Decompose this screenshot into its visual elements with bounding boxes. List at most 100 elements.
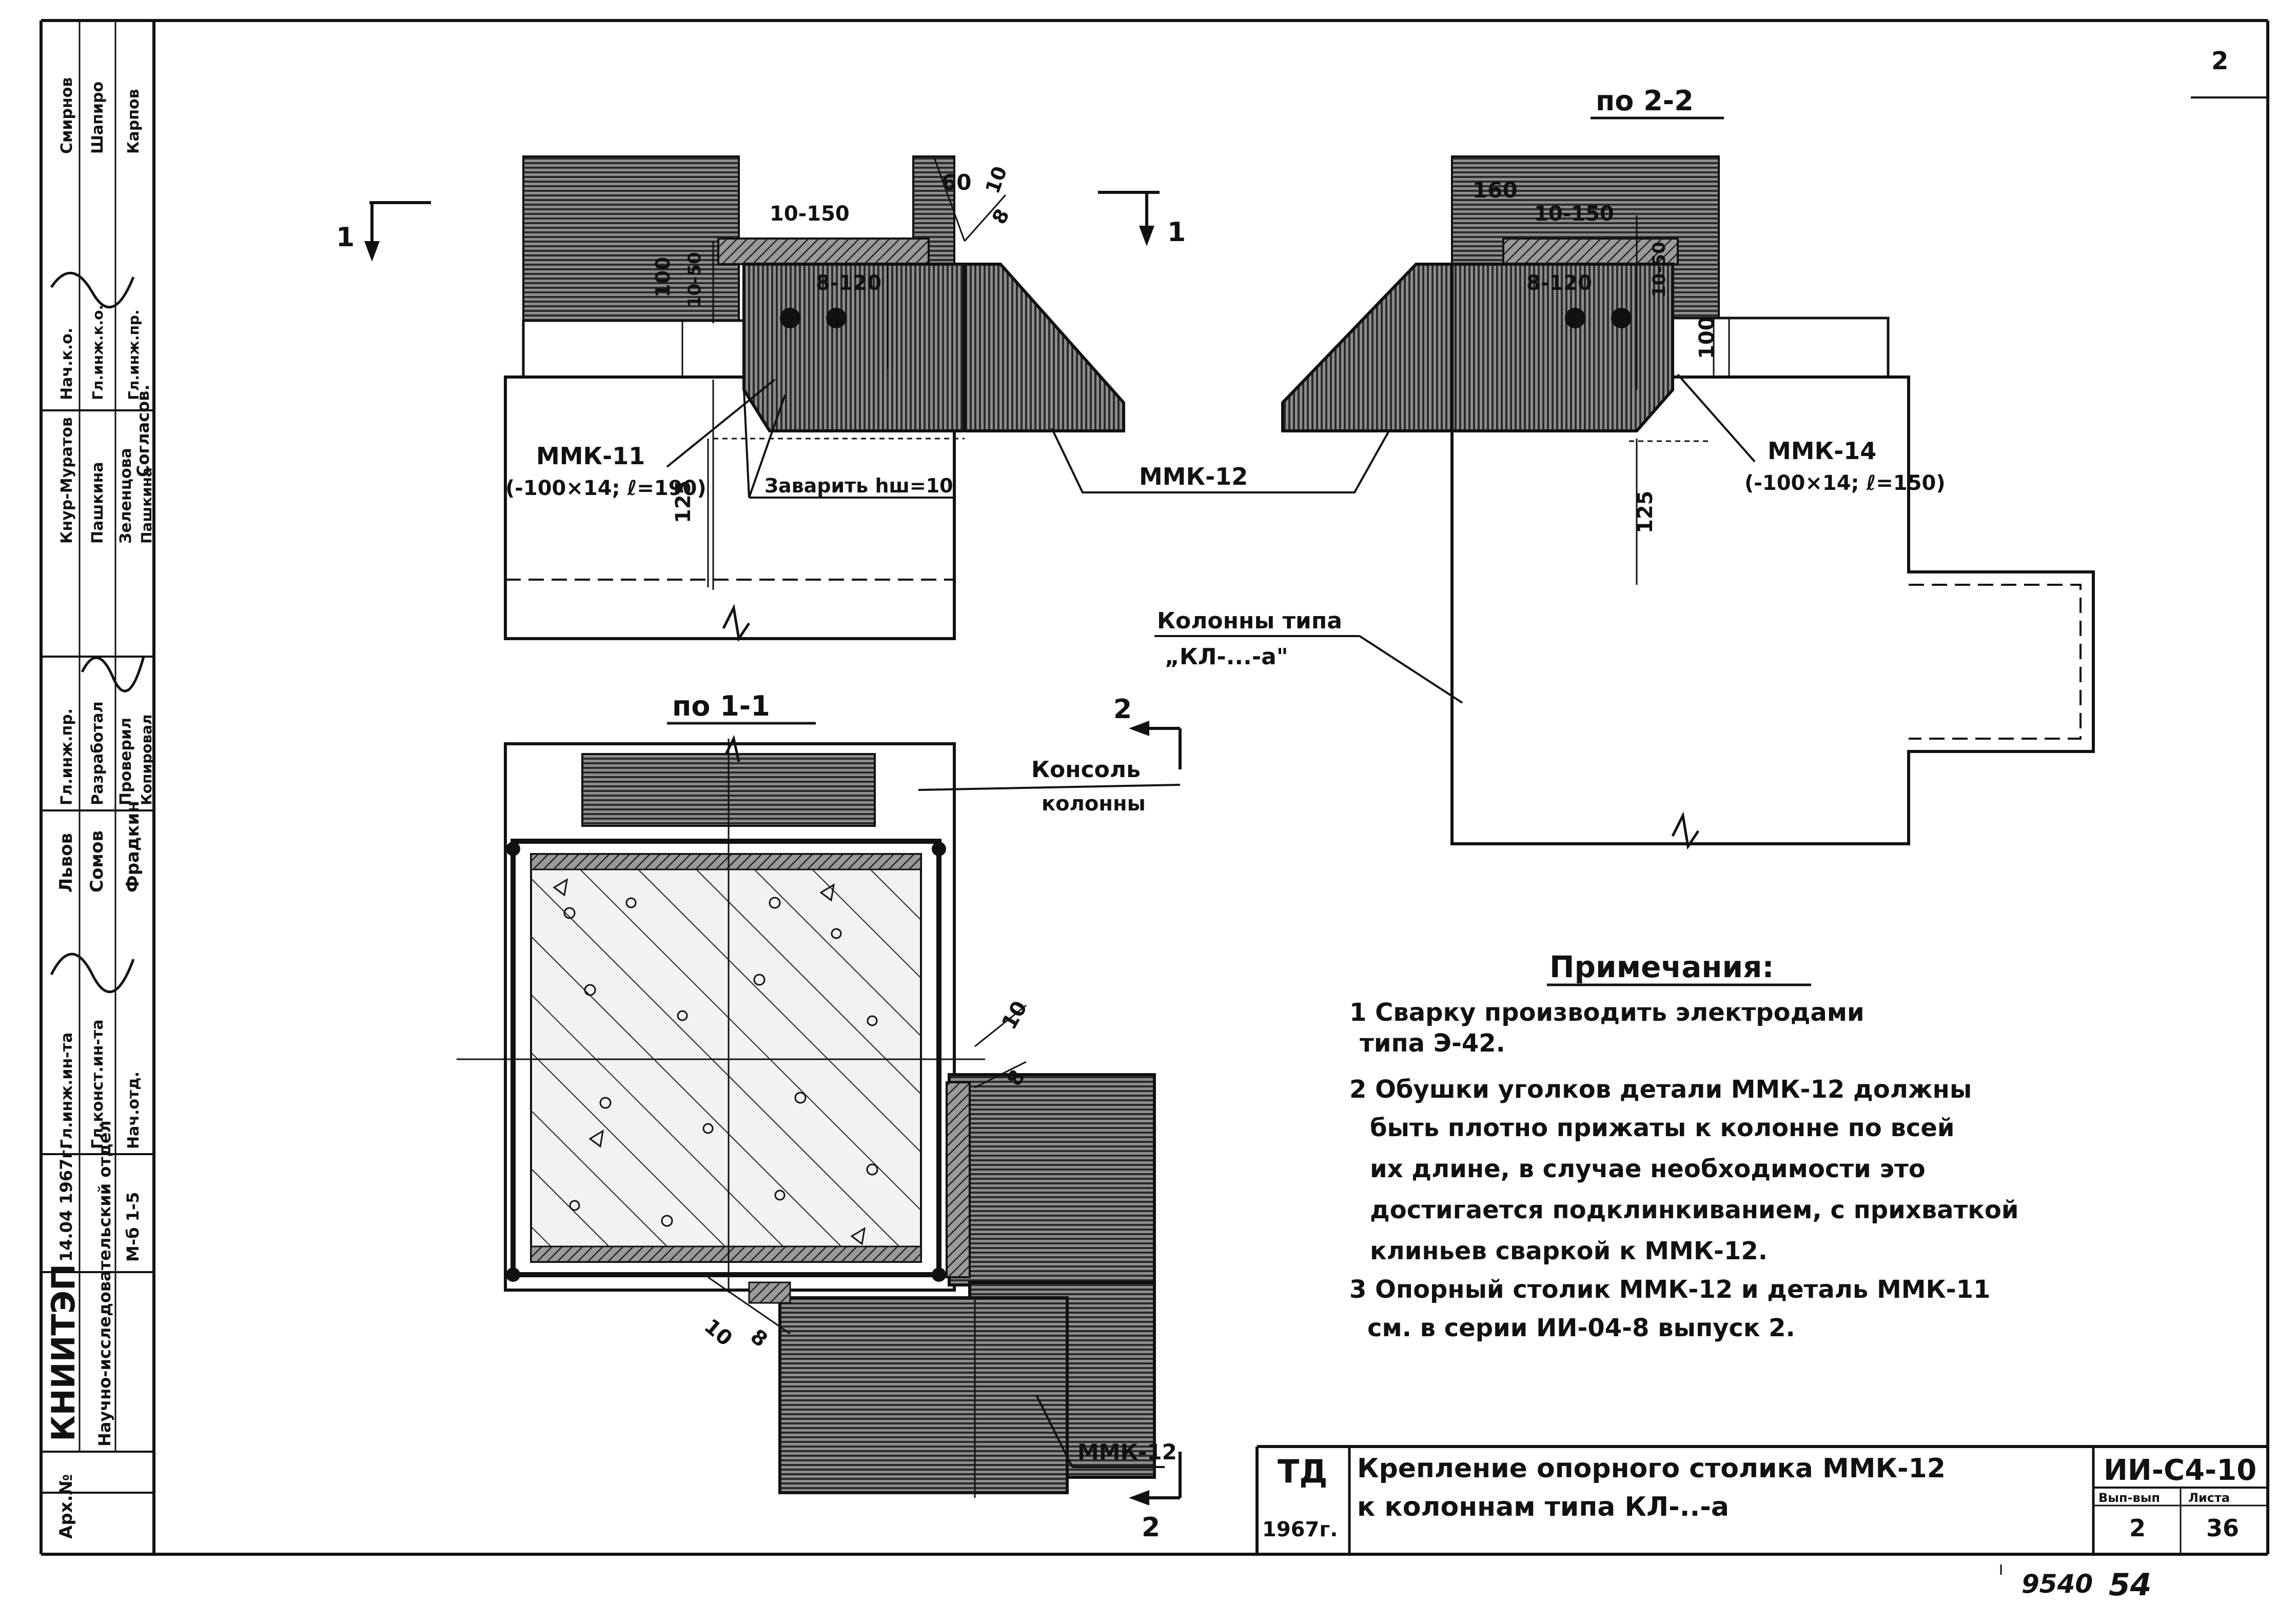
leader-mmk12-top — [1051, 428, 1391, 493]
dim-10-plan-b: 10 — [700, 1314, 737, 1351]
label-column-type-1: Колонны типа — [1157, 608, 1342, 634]
notes-block: Примечания: 1 Сварку производить электро… — [1349, 949, 2018, 1342]
label-weld: Заварить hш=10 — [764, 474, 953, 497]
title-year: 1967г. — [1262, 1518, 1338, 1541]
stamp-role-4: Гл.инж.пр. — [58, 708, 76, 805]
dim-125-right: 125 — [1634, 491, 1657, 534]
side-stamp: КНИИТЭП Научно-исследовательский отдел А… — [41, 21, 155, 1539]
stamp-name-4: Кнур-Муратов — [58, 417, 76, 544]
drawing-title-2: к колоннам типа КЛ-..-а — [1357, 1492, 1729, 1522]
dim-8-120-right: 8-120 — [1526, 271, 1592, 295]
leader-mmk11 — [666, 379, 776, 468]
note-3b: см. в серии ИИ-04-8 выпуск 2. — [1367, 1314, 1795, 1342]
stamp-name-7: Пашкина — [138, 467, 155, 544]
stamp-name-8: Смирнов — [58, 77, 76, 154]
label-mmk11-size: (-100×14; ℓ=190) — [505, 477, 707, 500]
label-mmk12-bottom: ММК-12 — [1077, 1439, 1177, 1464]
stamp-name-2: Сомов — [87, 830, 107, 893]
stamp-institute: КНИИТЭП — [45, 1264, 82, 1441]
dim-8-120-left: 8-120 — [816, 271, 881, 295]
note-3a: 3 Опорный столик ММК-12 и деталь ММК-11 — [1349, 1275, 1990, 1304]
stamp-approved: Согласов. — [133, 384, 153, 477]
dim-10-150-left: 10-150 — [770, 202, 850, 226]
label-mmk11: ММК-11 — [536, 442, 645, 470]
dim-8-top: 8 — [988, 205, 1014, 228]
sheet-frame — [40, 19, 2269, 1556]
label-mmk14-size: (-100×14; ℓ=150) — [1744, 471, 1946, 495]
footer-right: 54 — [2109, 1567, 2152, 1603]
list-value: 36 — [2206, 1514, 2239, 1542]
stamp-role-3: Нач.отд. — [125, 1072, 143, 1149]
stamp-role-2: Гл.конст.ин-та — [89, 1019, 107, 1149]
leader-mmk14 — [1677, 373, 1756, 463]
stamp-archive: Арх.№ — [56, 1474, 76, 1539]
dim-10-150-right: 10-150 — [1534, 202, 1614, 226]
section-mark-2-bottom-label: 2 — [1142, 1512, 1160, 1543]
signature-mark — [81, 656, 145, 692]
title-block — [1255, 1445, 2268, 1554]
dim-10-50-left: 10-50 — [684, 252, 705, 308]
note-2c: их длине, в случае необходимости это — [1370, 1155, 1926, 1183]
view-section-11 — [457, 735, 1156, 1498]
series-code: ИИ-С4-10 — [2104, 1454, 2256, 1487]
dim-8-plan-b: 8 — [746, 1324, 772, 1352]
view-title-section-11: по 1-1 — [672, 690, 770, 722]
dim-100-left: 100 — [652, 257, 674, 298]
vypusk-value: 2 — [2129, 1514, 2146, 1542]
stamp-role-10: Гл.инж.пр. — [125, 310, 142, 400]
section-mark-2-mid — [1129, 721, 1182, 769]
section-mark-1-right — [1098, 191, 1160, 246]
label-mmk14: ММК-14 — [1768, 437, 1876, 465]
dim-10-50-right: 10-50 — [1649, 242, 1670, 298]
label-console-2: колонны — [1042, 792, 1146, 816]
notes-title: Примечания: — [1549, 949, 1774, 984]
stamp-name-6: Зеленцова — [117, 448, 135, 544]
dim-125-left: 125 — [672, 481, 695, 524]
drawing-title-1: Крепление опорного столика ММК-12 — [1357, 1453, 1946, 1484]
note-2e: клиньев сваркой к ММК-12. — [1370, 1237, 1768, 1265]
stamp-role-8: Нач.к.о. — [58, 328, 76, 400]
footer-left: 9540 — [2022, 1569, 2093, 1599]
dim-60: 60 — [941, 170, 971, 195]
label-mmk12-top: ММК-12 — [1139, 463, 1248, 490]
dim-10-top: 10 — [981, 163, 1011, 196]
stamp-name-9: Шапиро — [89, 82, 107, 154]
view-title-section-22: по 2-2 — [1596, 85, 1694, 117]
stamp-role-1: Гл.инж.ин-та — [58, 1033, 76, 1149]
dim-10-plan-a: 10 — [997, 997, 1032, 1034]
stamp-name-1: Львов — [56, 833, 76, 893]
section-mark-2-bottom — [1129, 1452, 1182, 1506]
stamp-name-3: Фрадкин — [123, 801, 143, 893]
stamp-name-10: Карпов — [125, 89, 143, 154]
note-1b: типа Э-42. — [1360, 1029, 1505, 1058]
page-number: 2 — [2211, 47, 2228, 75]
section-mark-1-left-label: 1 — [336, 222, 355, 253]
signature-mark — [50, 953, 135, 993]
note-2b: быть плотно прижаты к колонне по всей — [1370, 1114, 1954, 1142]
stamp-role-9: Гл.инж.к.о. — [89, 305, 106, 400]
stamp-dept: Научно-исследовательский отдел — [95, 1120, 114, 1447]
list-label: Листа — [2188, 1491, 2230, 1505]
vypusk-label: Вып-вып — [2098, 1491, 2160, 1505]
stamp-role-7: Копировал — [138, 715, 155, 806]
dim-100-right: 100 — [1695, 316, 1719, 360]
view-section-22 — [1281, 155, 2095, 850]
title-org: ТД — [1278, 1453, 1328, 1490]
label-column-type-2: „КЛ-...-а" — [1165, 644, 1288, 670]
label-console-1: Консоль — [1031, 757, 1141, 783]
stamp-role-5: Разработал — [89, 701, 107, 805]
note-2d: достигается подклинкиванием, с прихватко… — [1370, 1196, 2018, 1224]
stamp-scale: М-б 1-5 — [123, 1192, 143, 1262]
stamp-date: 14.04 1967г. — [56, 1144, 76, 1262]
dim-160: 160 — [1473, 177, 1518, 203]
section-mark-1-left — [364, 201, 431, 262]
view-elevation-left — [504, 155, 1125, 642]
section-mark-1-right-label: 1 — [1167, 217, 1186, 248]
stamp-name-5: Пашкина — [89, 462, 107, 544]
section-mark-2-mid-label: 2 — [1113, 694, 1132, 725]
note-1a: 1 Сварку производить электродами — [1349, 998, 1865, 1027]
stamp-role-6: Проверил — [117, 718, 135, 805]
note-2a: 2 Обушки уголков детали ММК-12 должны — [1349, 1075, 1972, 1104]
signature-mark — [50, 272, 135, 309]
